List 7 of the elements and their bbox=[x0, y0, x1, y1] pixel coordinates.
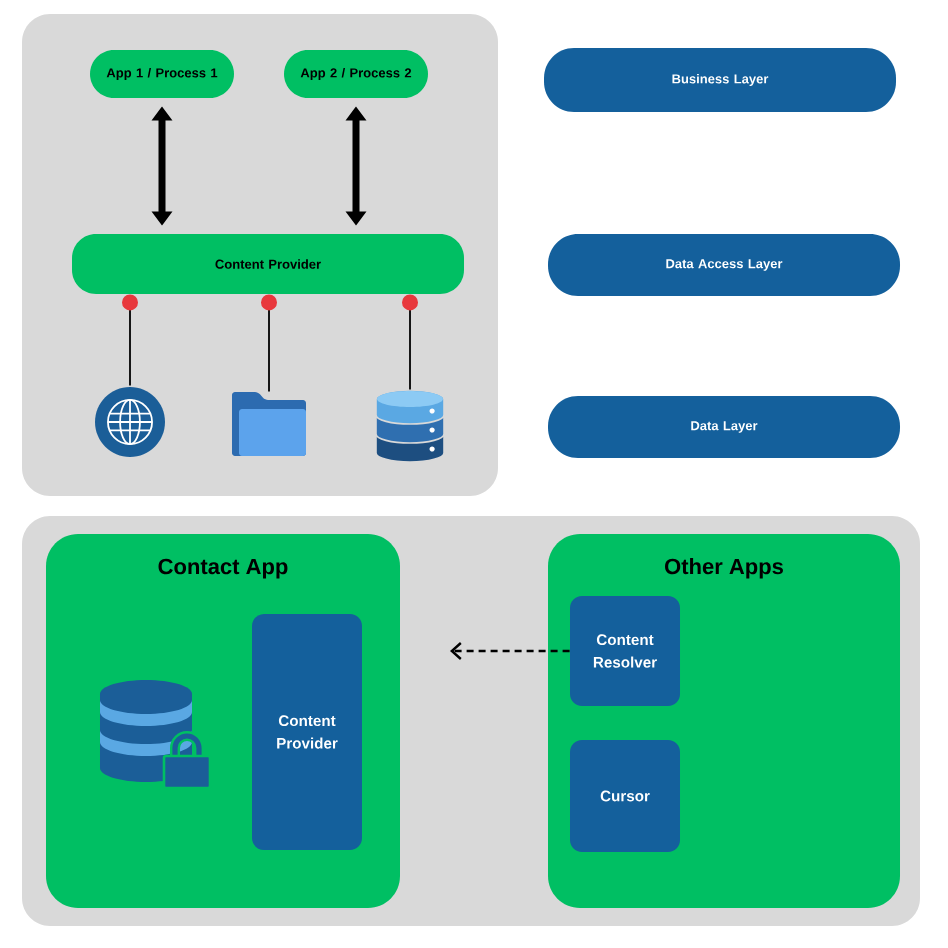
globe-icon bbox=[95, 387, 165, 457]
connector-line bbox=[122, 294, 138, 387]
connector-line bbox=[261, 294, 277, 393]
dashed-arrow bbox=[450, 642, 570, 660]
database-icon bbox=[375, 389, 445, 463]
connector-line bbox=[402, 294, 418, 391]
folder-icon bbox=[232, 392, 306, 456]
